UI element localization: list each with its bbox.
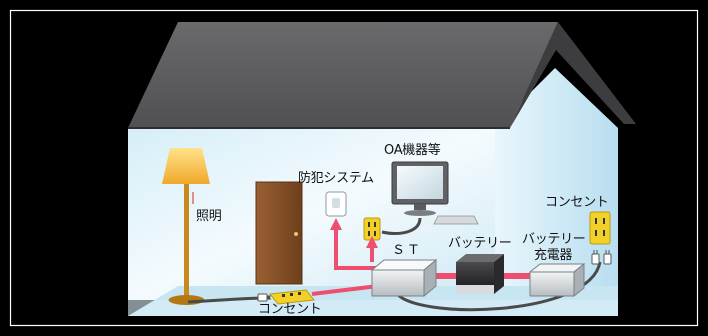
roof-front — [128, 22, 558, 128]
st-return-cable — [394, 261, 602, 312]
label-st: ＳＴ — [392, 243, 423, 258]
computer-icon — [391, 161, 479, 225]
floor-front — [128, 300, 618, 316]
plug-strip-icon — [257, 293, 271, 302]
label-outlet-bottom: コンセント — [258, 302, 322, 317]
power-strip-icon — [269, 289, 315, 305]
plug-icon — [591, 250, 612, 265]
label-lighting: 照明 — [196, 209, 222, 224]
label-battery-charger-line1: バッテリー — [522, 232, 586, 247]
door-icon — [255, 181, 303, 285]
label-battery-charger-line2: 充電器 — [534, 248, 573, 263]
label-oa-equipment: OA機器等 — [384, 143, 441, 158]
st-unit-icon — [370, 258, 438, 298]
arrow-to-outlet — [366, 236, 378, 248]
label-battery: バッテリー — [448, 236, 512, 251]
battery-charger-icon — [528, 262, 586, 298]
arrow-to-security — [330, 218, 342, 230]
computer-cable — [381, 217, 422, 235]
label-security-system: 防犯システム — [298, 171, 374, 186]
side-wall — [495, 68, 618, 300]
battery-icon — [456, 254, 504, 294]
power-line-to-strip — [311, 284, 379, 296]
floor-lamp-icon — [162, 148, 210, 305]
security-sensor-icon — [325, 191, 347, 217]
roof-side — [510, 22, 636, 128]
label-outlet-right: コンセント — [545, 195, 609, 210]
power-line-to-security — [334, 226, 392, 270]
wall-outlet-right-icon — [589, 211, 611, 245]
